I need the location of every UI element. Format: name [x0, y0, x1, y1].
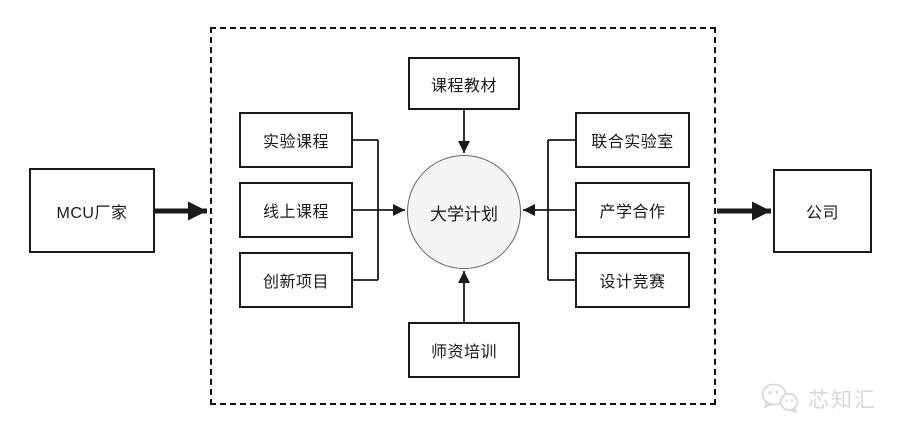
watermark: 芯知汇 — [760, 382, 877, 415]
node-teacher-training-label: 师资培训 — [430, 344, 497, 361]
node-lab-courses: 实验课程 — [239, 112, 353, 168]
node-innovation-projects-label: 创新项目 — [262, 274, 329, 291]
node-lab-courses-label: 实验课程 — [262, 134, 329, 151]
node-innovation-projects: 创新项目 — [239, 252, 353, 308]
node-online-courses-label: 线上课程 — [262, 204, 329, 221]
node-industry-academia: 产学合作 — [575, 182, 690, 238]
node-design-contest: 设计竞赛 — [575, 252, 690, 308]
node-joint-lab: 联合实验室 — [575, 112, 690, 168]
node-course-materials: 课程教材 — [408, 57, 520, 110]
node-teacher-training: 师资培训 — [408, 322, 520, 378]
chat-bubbles-icon — [761, 383, 799, 413]
dashed-boundary — [210, 27, 716, 405]
node-mcu-vendor: MCU厂家 — [29, 168, 155, 253]
node-online-courses: 线上课程 — [239, 182, 353, 238]
watermark-label: 芯知汇 — [808, 388, 877, 412]
node-mcu-vendor-label: MCU厂家 — [56, 204, 128, 222]
node-design-contest-label: 设计竞赛 — [599, 274, 666, 291]
node-industry-academia-label: 产学合作 — [599, 204, 666, 221]
node-company: 公司 — [773, 169, 872, 253]
node-university-program-hub: 大学计划 — [407, 155, 521, 269]
node-company-label: 公司 — [805, 205, 839, 222]
node-course-materials-label: 课程教材 — [430, 77, 497, 95]
node-joint-lab-label: 联合实验室 — [591, 134, 674, 151]
node-university-program-label: 大学计划 — [430, 204, 498, 224]
